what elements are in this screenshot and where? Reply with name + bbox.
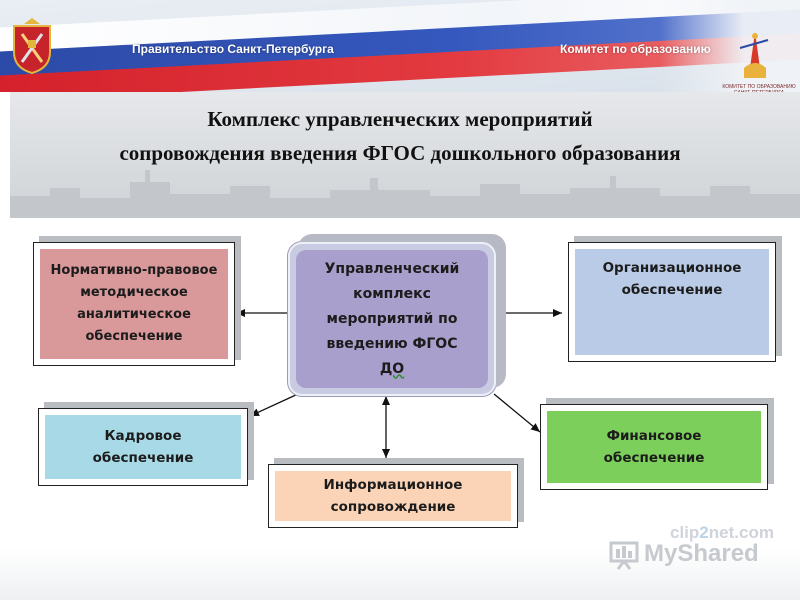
clip2net-watermark: clip2net.com	[670, 523, 774, 542]
box-normative: Нормативно-правовое методическое аналити…	[33, 242, 235, 366]
center-line5: ДО	[379, 360, 405, 377]
box-organizational: Организационное обеспечение	[568, 242, 776, 362]
normative-line4: обеспечение	[85, 329, 183, 344]
box-information-text: Информационное сопровождение	[275, 471, 511, 521]
normative-line1: Нормативно-правовое	[50, 263, 218, 278]
box-financial-text: Финансовое обеспечение	[547, 411, 761, 483]
myshared-watermark: MyShared	[644, 540, 759, 567]
city-skyline-image	[10, 170, 800, 218]
financial-line2: обеспечение	[603, 450, 705, 466]
arrow-to-financial	[493, 393, 541, 433]
banner-fade	[660, 0, 800, 92]
box-information: Информационное сопровождение	[268, 464, 518, 528]
information-line2: сопровождение	[330, 499, 456, 515]
box-staff-text: Кадровое обеспечение	[45, 415, 241, 479]
box-financial: Финансовое обеспечение	[540, 404, 768, 490]
slide-title-line2: сопровождения введения ФГОС дошкольного …	[119, 141, 681, 165]
box-staff: Кадровое обеспечение	[38, 408, 248, 486]
center-line2: комплекс	[353, 285, 431, 302]
information-line1: Информационное	[323, 477, 463, 493]
box-organizational-text: Организационное обеспечение	[575, 249, 769, 355]
coat-of-arms-icon	[13, 18, 51, 74]
normative-line2: методическое	[80, 285, 188, 300]
center-box: Управленческий комплекс мероприятий по в…	[288, 242, 496, 396]
slide-title-line1: Комплекс управленческих мероприятий	[207, 107, 593, 131]
center-line4: введению ФГОС	[326, 335, 458, 352]
title-background	[10, 92, 800, 218]
presentation-icon	[609, 541, 639, 570]
staff-line2: обеспечение	[92, 450, 194, 466]
normative-line3: аналитическое	[77, 307, 191, 322]
financial-line1: Финансовое	[606, 428, 702, 444]
staff-line1: Кадровое	[104, 428, 182, 444]
committee-logo-icon	[739, 32, 769, 78]
center-line3: мероприятий по	[326, 310, 458, 327]
committee-label: Комитет по образованию	[560, 42, 711, 56]
center-line1: Управленческий	[324, 260, 460, 277]
organizational-line1: Организационное	[602, 260, 742, 276]
center-box-text: Управленческий комплекс мероприятий по в…	[296, 250, 488, 388]
footer-fade	[0, 548, 800, 600]
header-banner	[0, 0, 800, 92]
arrow-to-staff	[249, 393, 299, 417]
box-normative-text: Нормативно-правовое методическое аналити…	[40, 249, 228, 359]
organizational-line2: обеспечение	[621, 282, 723, 298]
government-label: Правительство Санкт-Петербурга	[132, 42, 334, 56]
